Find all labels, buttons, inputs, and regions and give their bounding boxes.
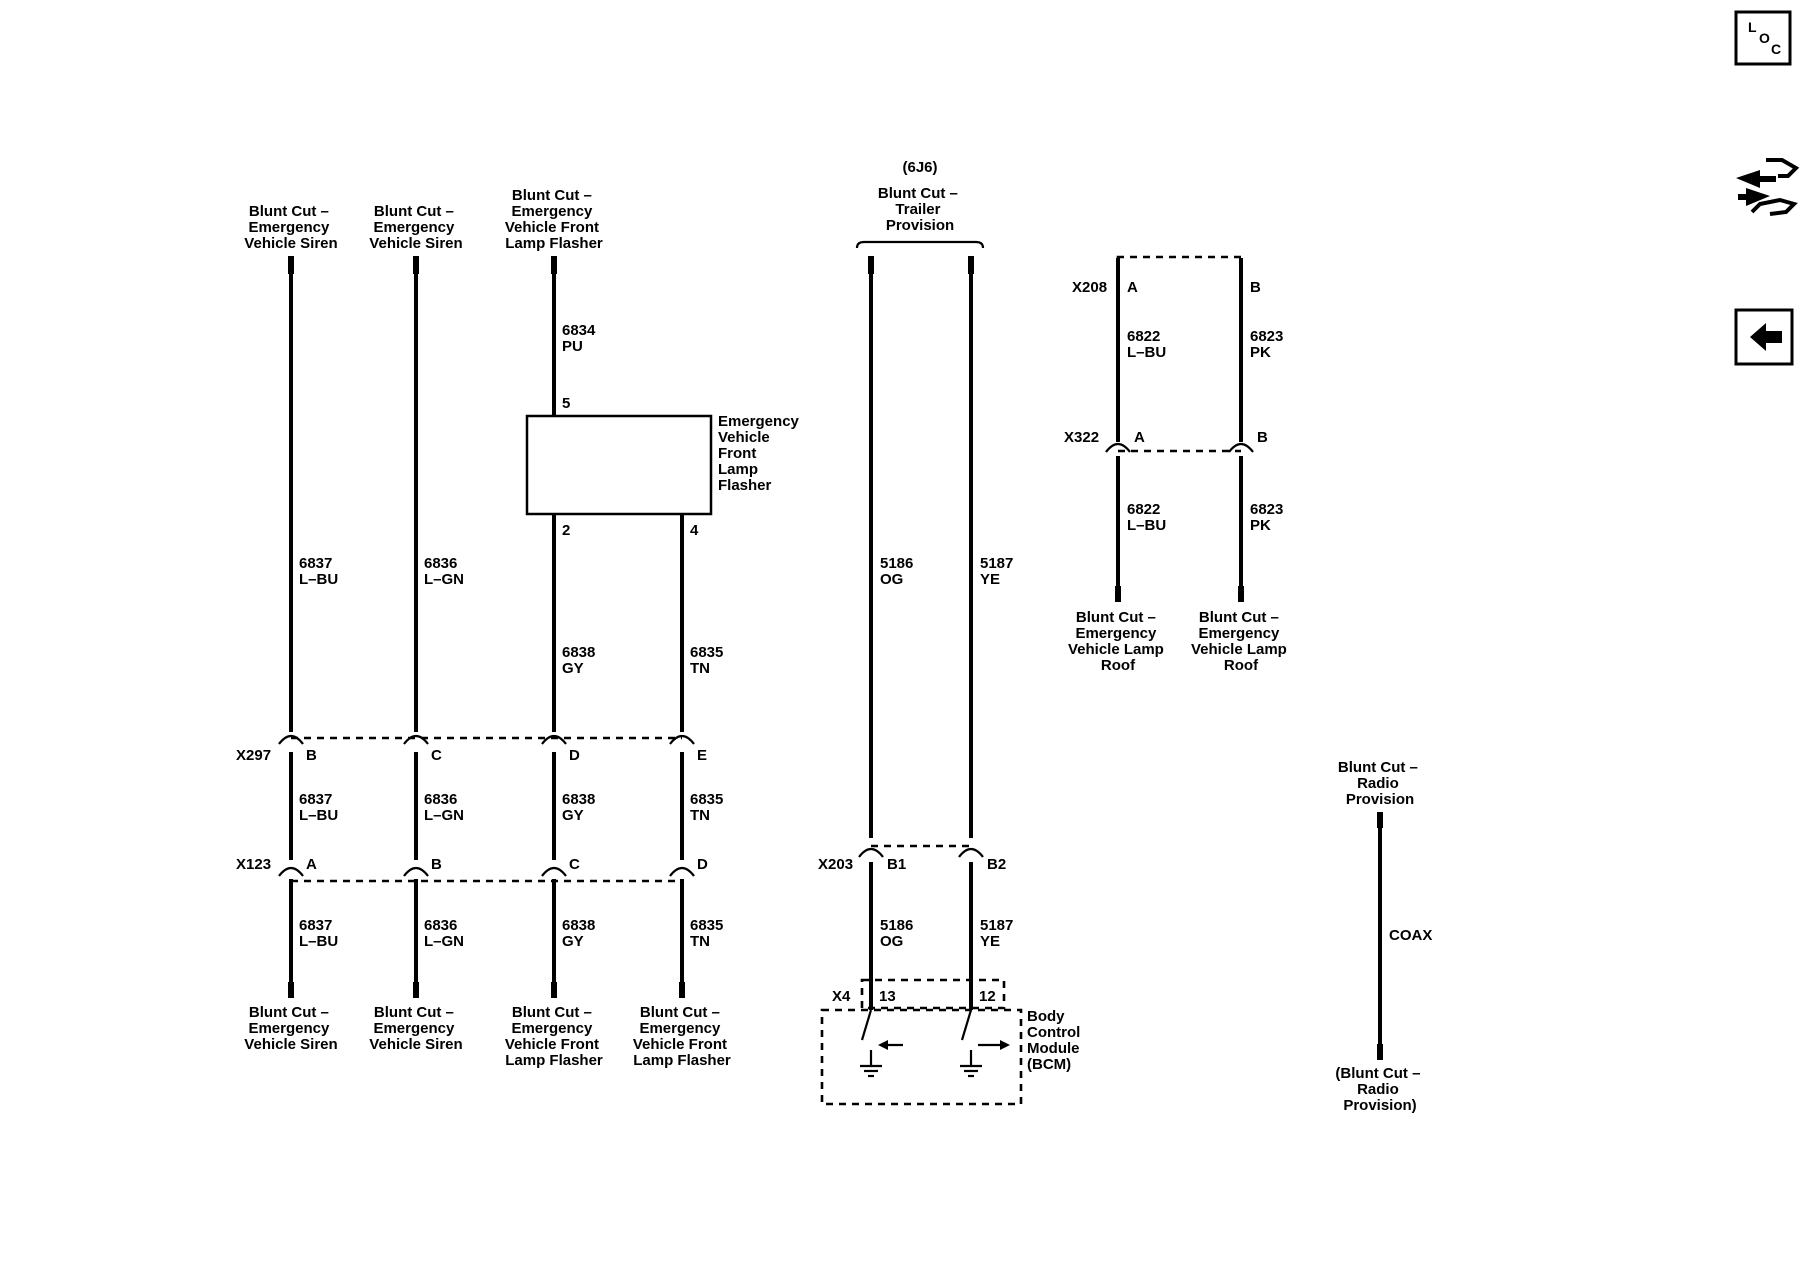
back-arrow-icon[interactable]: [1734, 308, 1794, 366]
circuit-label-6836-a: 6836 L–GN: [424, 555, 464, 588]
coax-label: COAX: [1389, 927, 1432, 944]
circuit-label-5186-b: 5186 OG: [880, 917, 918, 950]
trailer-label: Blunt Cut – Trailer Provision: [878, 185, 962, 234]
circuit-label-5186-a: 5186 OG: [880, 555, 918, 588]
circuit-label-6822-b: 6822 L–BU: [1127, 501, 1166, 534]
x208-pin-b: B: [1250, 279, 1261, 296]
trailer-provision: (6J6) Blunt Cut – Trailer Provision 5186…: [818, 159, 1018, 1010]
svg-text:O: O: [1759, 30, 1770, 46]
circuit-label-6838-b: 6838 GY: [562, 791, 600, 824]
roof-label-1: Blunt Cut – Emergency Vehicle Lamp Roof: [1068, 609, 1168, 674]
body-control-module: X4 13 12 Body Control Module (BCM): [820, 978, 1085, 1106]
circuit-label-6823-b: 6823 PK: [1250, 501, 1288, 534]
circuit-6836: Blunt Cut – Emergency Vehicle Siren 6836…: [369, 203, 464, 1053]
connector-pinout-icon[interactable]: [1736, 158, 1800, 216]
x322-id: X322: [1064, 429, 1099, 446]
loc-icon[interactable]: L O C: [1734, 10, 1792, 66]
flasher-label-bottom-1: Blunt Cut – Emergency Vehicle Front Lamp…: [505, 1004, 603, 1069]
circuit-label-6836-b: 6836 L–GN: [424, 791, 464, 824]
circuit-6837: Blunt Cut – Emergency Vehicle Siren 6837…: [244, 203, 338, 1053]
svg-text:C: C: [1771, 41, 1781, 57]
bcm-pin-13: 13: [879, 988, 896, 1005]
roof-lamp-circuits: X208 A B 6822 L–BU 6823 PK X322 A B 6822…: [1064, 255, 1291, 674]
circuit-label-6837-a: 6837 L–BU: [299, 555, 338, 588]
circuit-label-6837-b: 6837 L–BU: [299, 791, 338, 824]
x123-pin-c: C: [569, 856, 580, 873]
x297-pin-d: D: [569, 747, 580, 764]
flasher-pin-5: 5: [562, 395, 570, 412]
x123-pin-d: D: [697, 856, 708, 873]
circuit-label-6822-a: 6822 L–BU: [1127, 328, 1166, 361]
x203-pin-b2: B2: [987, 856, 1006, 873]
circuit-label-5187-a: 5187 YE: [980, 555, 1018, 588]
roof-label-2: Blunt Cut – Emergency Vehicle Lamp Roof: [1191, 609, 1291, 674]
circuit-label-6823-a: 6823 PK: [1250, 328, 1288, 361]
bcm-name: Body Control Module (BCM): [1027, 1008, 1085, 1073]
x297-id: X297: [236, 747, 271, 764]
ground-icon: [960, 1064, 982, 1078]
svg-text:L: L: [1748, 19, 1757, 35]
circuit-label-6835-b: 6835 TN: [690, 791, 728, 824]
x123-pin-b: B: [431, 856, 442, 873]
siren-label-bottom-1: Blunt Cut – Emergency Vehicle Siren: [244, 1004, 337, 1053]
circuit-label-6838-a: 6838 GY: [562, 644, 600, 677]
option-code-6j6: (6J6): [902, 159, 937, 176]
siren-label-top-1: Blunt Cut – Emergency Vehicle Siren: [244, 203, 337, 252]
circuit-label-6835-a: 6835 TN: [690, 644, 728, 677]
circuit-label-6837-c: 6837 L–BU: [299, 917, 338, 950]
x297-pin-c: C: [431, 747, 442, 764]
flasher-pin-2: 2: [562, 522, 570, 539]
radio-provision-coax: Blunt Cut – Radio Provision COAX (Blunt …: [1335, 759, 1432, 1114]
radio-label-top: Blunt Cut – Radio Provision: [1338, 759, 1422, 808]
flasher-pin-4: 4: [690, 522, 699, 539]
circuit-label-6835-c: 6835 TN: [690, 917, 728, 950]
radio-label-bottom: (Blunt Cut – Radio Provision): [1335, 1065, 1424, 1114]
flasher-name: Emergency Vehicle Front Lamp Flasher: [718, 413, 803, 494]
x322-pin-b: B: [1257, 429, 1268, 446]
x203-id: X203: [818, 856, 853, 873]
circuit-label-6838-c: 6838 GY: [562, 917, 600, 950]
x123-id: X123: [236, 856, 271, 873]
circuit-6834-6838: Blunt Cut – Emergency Vehicle Front Lamp…: [505, 187, 603, 1069]
x208-id: X208: [1072, 279, 1107, 296]
circuit-6835: 6835 TN 6835 TN 6835 TN Blunt Cut – Emer…: [633, 514, 731, 1069]
circuit-label-5187-b: 5187 YE: [980, 917, 1018, 950]
x322-pin-a: A: [1134, 429, 1145, 446]
bcm-connector-x4: X4: [832, 988, 851, 1005]
siren-label-bottom-2: Blunt Cut – Emergency Vehicle Siren: [369, 1004, 462, 1053]
connector-x297: X297 B C D E: [236, 734, 707, 764]
ground-icon: [860, 1064, 882, 1078]
emergency-vehicle-front-lamp-flasher: 5 2 4 Emergency Vehicle Front Lamp Flash…: [525, 395, 803, 539]
x297-pin-e: E: [697, 747, 707, 764]
flasher-label-top: Blunt Cut – Emergency Vehicle Front Lamp…: [505, 187, 603, 252]
circuit-label-6836-c: 6836 L–GN: [424, 917, 464, 950]
flasher-label-bottom-2: Blunt Cut – Emergency Vehicle Front Lamp…: [633, 1004, 731, 1069]
x297-pin-b: B: [306, 747, 317, 764]
siren-label-top-2: Blunt Cut – Emergency Vehicle Siren: [369, 203, 462, 252]
circuit-label-6834: 6834 PU: [562, 322, 600, 355]
bcm-pin-12: 12: [979, 988, 996, 1005]
connector-x123: X123 A B C D: [236, 856, 708, 883]
x208-pin-a: A: [1127, 279, 1138, 296]
x123-pin-a: A: [306, 856, 317, 873]
x203-pin-b1: B1: [887, 856, 906, 873]
